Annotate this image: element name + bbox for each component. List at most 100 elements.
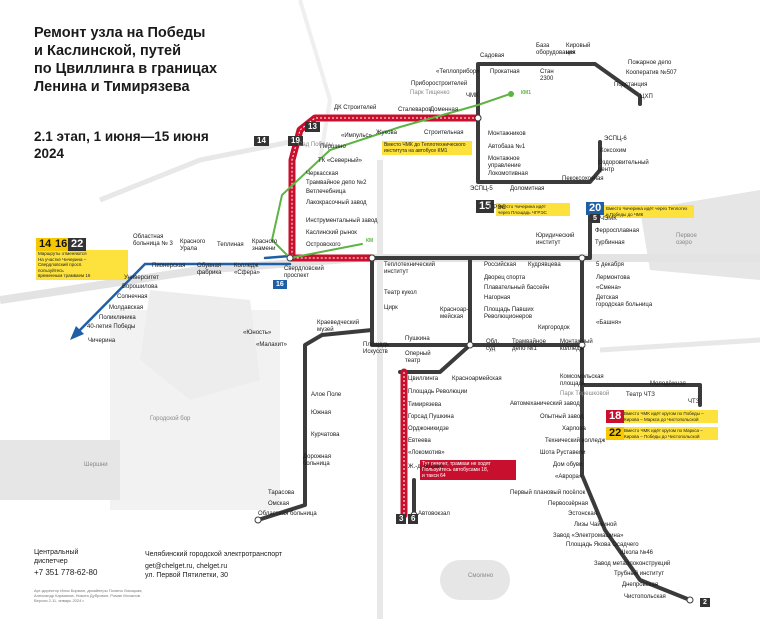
station-label: Цвиллинга xyxy=(408,376,439,382)
station-label: Нагорная xyxy=(484,295,511,301)
station-label: Теплотехнический институт xyxy=(384,262,436,275)
station-label: Островского xyxy=(306,242,341,248)
note-repair: Тут ремонт, трамваи не ходят Пользуйтесь… xyxy=(420,460,516,480)
place-label: Первое озеро xyxy=(676,233,697,246)
park-blob-1 xyxy=(140,290,260,400)
station-label: ЭСПЦ-6 xyxy=(604,136,627,142)
station-label: Монтажников xyxy=(488,131,526,137)
station-label: Сталеваров xyxy=(398,107,432,113)
station-label: Пионерская xyxy=(152,263,186,269)
station-label: Площадь Павших Революционеров xyxy=(484,307,534,320)
line-chmk-cxp xyxy=(476,62,642,120)
route-badge-16-west: 16 xyxy=(52,238,71,251)
station-label: Трубный институт xyxy=(614,571,665,577)
station-label: «Локомотив» xyxy=(408,450,445,456)
station-label: Площадь Революции xyxy=(408,389,468,395)
station-label: Стан 2300 xyxy=(540,69,554,82)
station-label: Доломитная xyxy=(510,186,545,192)
station-label: Первоозёрная xyxy=(548,501,589,507)
tram16-arrow xyxy=(70,326,84,340)
station-label: Строительная xyxy=(424,130,464,136)
station-label: Днепровская xyxy=(622,582,659,588)
station-label: Лакокрасочный завод xyxy=(306,200,367,206)
station-label: Лизы Чайкиной xyxy=(574,522,617,528)
place-label: Парк Тищенко xyxy=(410,90,450,96)
station-label: Горсад Пушкина xyxy=(408,414,454,420)
route-badge-16: 16 xyxy=(273,280,287,289)
station-label: Алое Поле xyxy=(311,392,342,398)
station-label: «Башня» xyxy=(596,320,622,326)
route-badge-6: 6 xyxy=(408,514,419,524)
station-label: Харлова xyxy=(562,426,586,432)
station-label: Эстонская xyxy=(568,511,597,517)
station-label: 5 декабря xyxy=(596,262,624,268)
station-label: Первый плановый посёлок xyxy=(510,490,586,496)
tram16-line xyxy=(78,254,292,332)
note-route15: Вместо Чичерина идёт через Площадь ЧГРЭС xyxy=(496,203,570,216)
lake-shershni xyxy=(0,440,120,500)
bg-road-3 xyxy=(99,137,301,203)
route-badge-3: 3 xyxy=(396,514,407,524)
station-label: База оборудования xyxy=(536,43,576,56)
station-label: Першино xyxy=(320,144,346,150)
station-label: ЧМК xyxy=(466,93,479,99)
bg-road-5 xyxy=(298,0,333,161)
station-label: Жукова xyxy=(376,130,397,136)
station-label: Ж.-д. вокзал xyxy=(408,464,443,470)
station-label: Локомотивная xyxy=(488,171,528,177)
station-label: ДК Строителей xyxy=(334,105,377,111)
station-label: Красного Урала xyxy=(180,239,206,252)
station-label: Завод «Электромашина» xyxy=(553,533,624,539)
station-label: Трамвайное депо №2 xyxy=(306,180,367,186)
station-label: ТК «Северный» xyxy=(318,158,362,164)
station-label: Инструментальный завод xyxy=(306,218,378,224)
station-label: Обл. суд xyxy=(486,339,500,352)
route-badge-20: 20 xyxy=(586,202,605,215)
station-label: Российская xyxy=(484,262,517,268)
station-label: ЧЭМК xyxy=(600,216,617,222)
station-label: Прокатная xyxy=(490,69,520,75)
dispatcher-phone: +7 351 778-62-80 xyxy=(34,568,98,577)
station-label: Обувная фабрика xyxy=(197,263,222,276)
route-badge-19: 19 xyxy=(288,136,303,146)
place-label: Сад Победы xyxy=(298,142,333,148)
map-title: Ремонт узла на Победы и Каслинской, путе… xyxy=(34,25,218,95)
station-label: Монтажный колледж xyxy=(560,339,593,352)
org-contacts: get@chelget.ru, chelget.ru ул. Первой Пя… xyxy=(145,563,229,579)
station-label: Красного знамени xyxy=(252,239,278,252)
place-label: Городской бор xyxy=(150,416,191,422)
station-label: «Аврора» xyxy=(555,474,583,480)
note-north-bus: Вместо ЧМК до Теплотехнического институт… xyxy=(382,141,472,155)
station-label: Красноармейская xyxy=(452,376,502,382)
bg-road-4 xyxy=(599,337,760,353)
station-label: Тарасова xyxy=(268,490,295,496)
station-label: Автовокзал xyxy=(418,511,450,517)
station-label: Завод металлоконструкций xyxy=(594,561,671,567)
station-label: Ферросплавная xyxy=(595,228,640,234)
line-center-loop xyxy=(370,256,472,347)
route-badge-22: 22 xyxy=(606,427,625,440)
route-badge-13: 13 xyxy=(305,122,320,132)
station-label: Опытный завод xyxy=(540,414,584,420)
station-label: Садовая xyxy=(480,53,505,59)
station-label: Кооператив №507 xyxy=(626,70,677,76)
route-badge-15: 15 xyxy=(476,200,495,213)
station-label: Школа №46 xyxy=(620,550,654,556)
station-label: Молодёжная xyxy=(650,381,686,387)
org-name: Челябинский городской электротранспорт xyxy=(145,551,283,558)
station-label: Дворец спорта xyxy=(484,275,526,281)
station-label: Коксохим xyxy=(600,148,627,154)
station-label: Плавательный бассейн xyxy=(484,285,550,291)
station-label: ЦХП xyxy=(640,94,653,100)
station-label: 40-летия Победы xyxy=(87,324,136,330)
line-northeast-loop xyxy=(476,116,602,184)
station-label: Ворошилова xyxy=(122,284,158,290)
station-label: Областная больница № 3 xyxy=(133,234,173,247)
station-label: Красноар- мейская xyxy=(440,307,469,320)
note-route16: Маршруты отменяются На участке Чичерина … xyxy=(36,250,128,280)
station-label: Черкасская xyxy=(306,171,339,177)
station-label: Курчатова xyxy=(311,432,340,438)
station-label: Дом обуви xyxy=(553,462,583,468)
station-label: Кудрявцева xyxy=(528,262,561,268)
